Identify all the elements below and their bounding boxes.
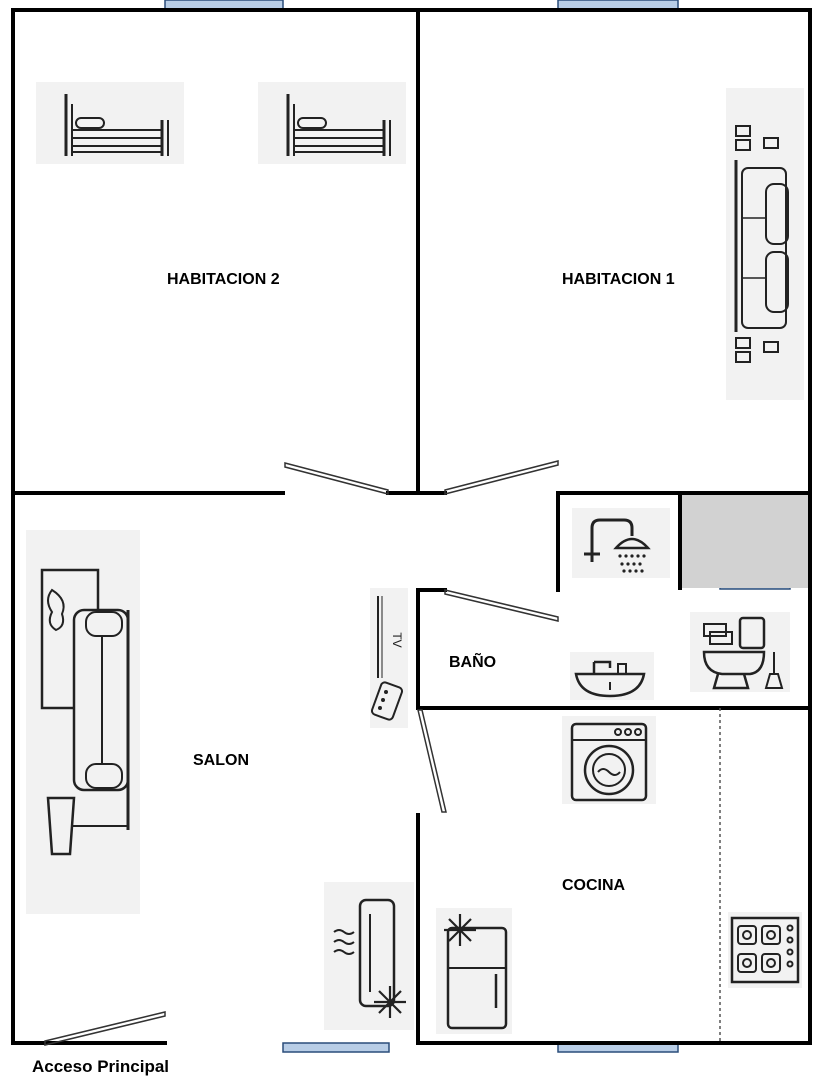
fridge-icon [436, 908, 512, 1034]
stove-icon [728, 912, 802, 988]
door-habitacion2 [284, 462, 389, 495]
walls [11, 8, 812, 1045]
main-entrance-label: Acceso Principal [32, 1057, 170, 1076]
door-cocina [417, 709, 447, 813]
shower-icon [572, 508, 670, 578]
room-label-habitacion-2: HABITACION 2 [167, 271, 280, 288]
washing-machine-icon [562, 716, 656, 804]
light-shaft [680, 494, 808, 588]
toilet-icon [690, 612, 790, 692]
doors [44, 460, 559, 1046]
room-label-cocina: COCINA [562, 877, 626, 894]
double-bed-icon [726, 88, 804, 400]
bed-icon [256, 80, 408, 166]
sofa-icon [26, 530, 140, 914]
door-habitacion1 [444, 460, 559, 495]
door-main-entrance [44, 1011, 166, 1046]
room-label-salon: SALON [193, 752, 249, 769]
room-label-habitacion-1: HABITACION 1 [562, 271, 675, 288]
room-label-bano: BAÑO [449, 654, 497, 671]
tv-label: TV [390, 632, 404, 647]
bed-icon [34, 80, 186, 166]
air-conditioner-icon [324, 882, 414, 1030]
sink-icon [570, 652, 654, 700]
window-top-left [164, 0, 284, 10]
window-top-right [557, 0, 679, 10]
tv-icon [370, 588, 408, 728]
door-bano [444, 589, 559, 622]
window-bottom-salon [282, 1042, 390, 1053]
